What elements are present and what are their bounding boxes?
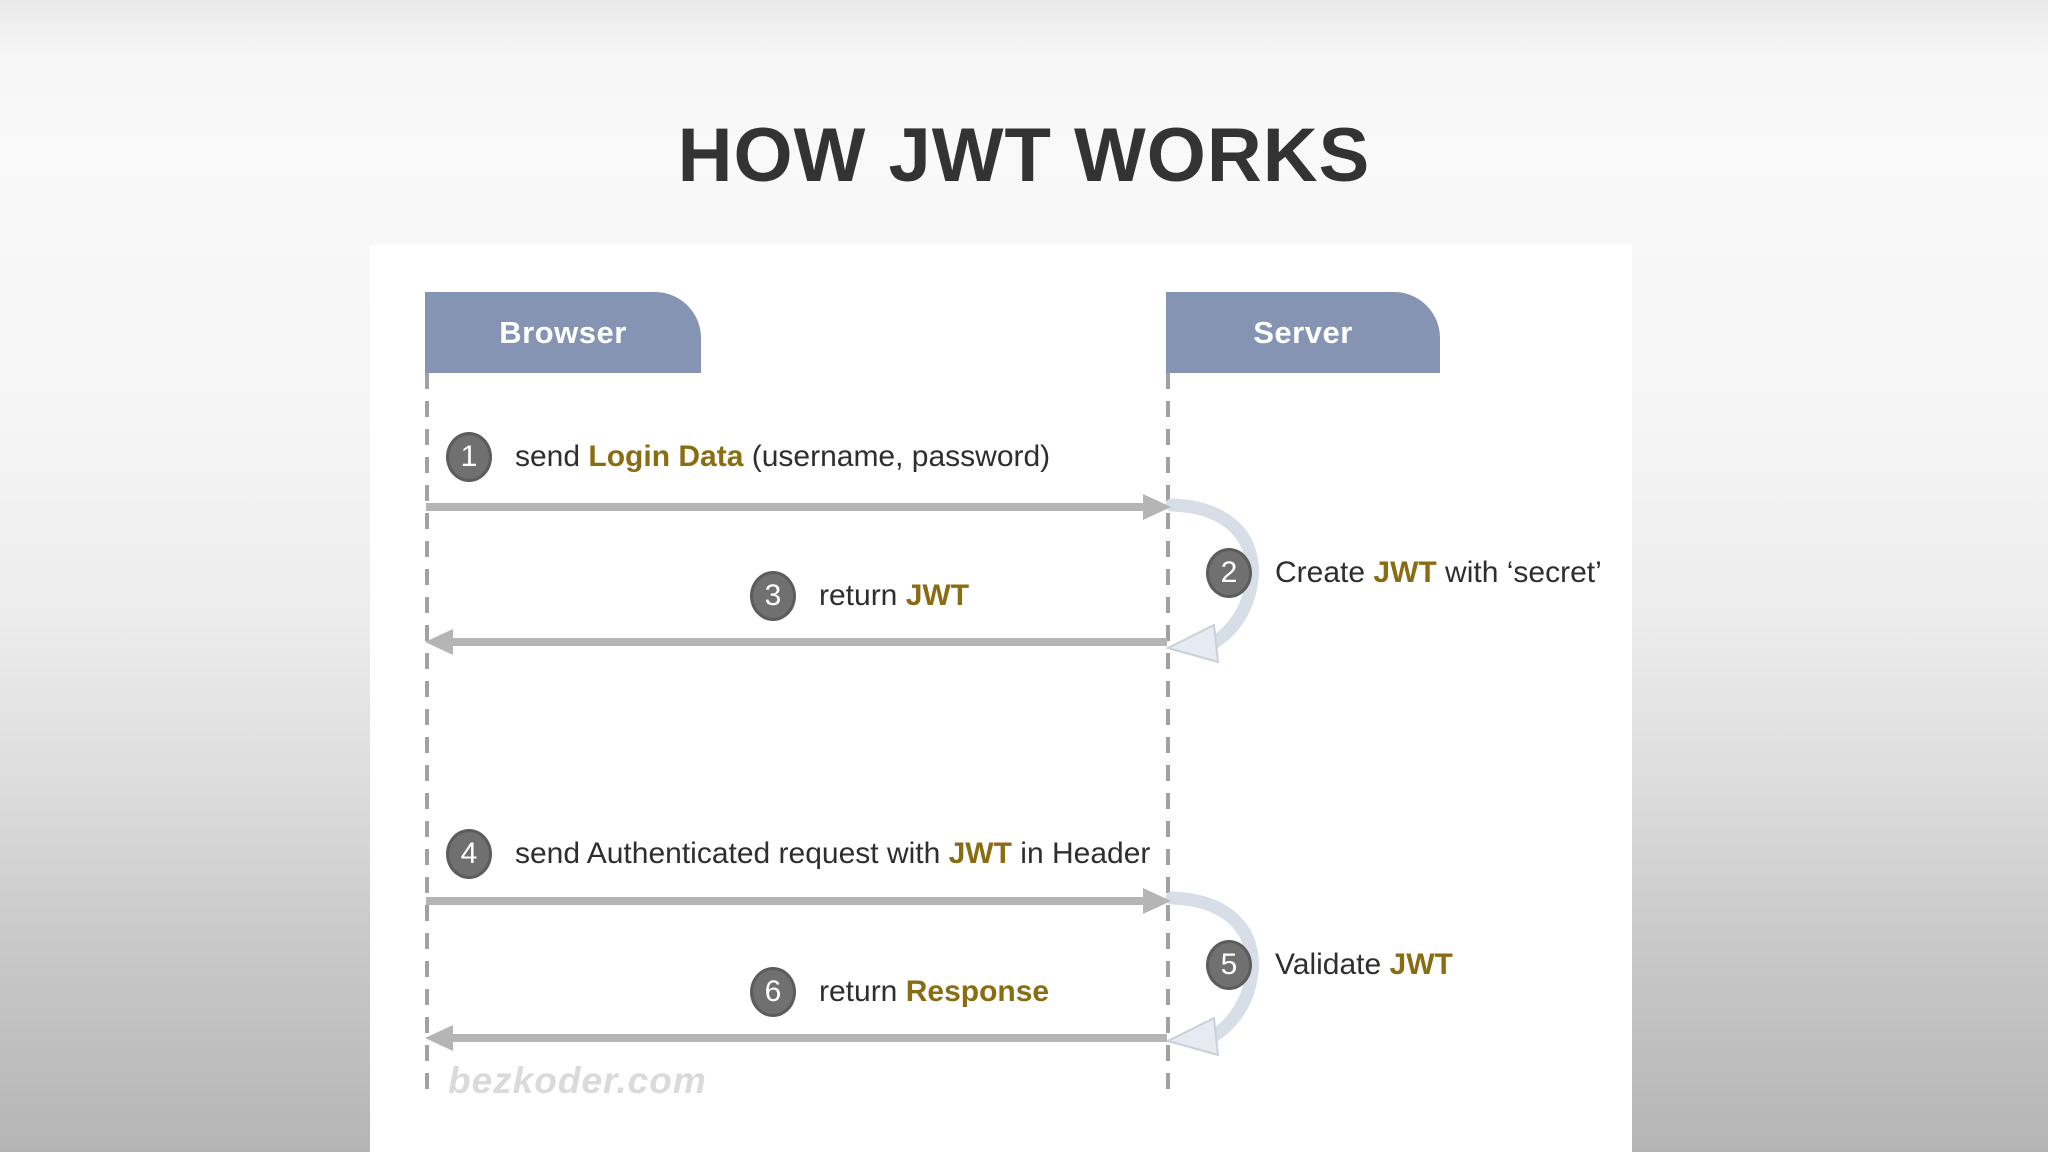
step-number: 2 [1220,556,1238,589]
step-number: 3 [764,579,782,612]
step-3-label: return JWT [819,579,969,613]
step-number: 4 [460,837,478,870]
actor-label-browser: Browser [499,314,627,350]
label-keyword: Response [905,975,1050,1008]
step-1: 1 send Login Data (username, password) [446,432,1050,482]
diagram-panel [370,245,1632,1152]
step-5-label: Validate JWT [1275,948,1453,982]
step-5: 5 Validate JWT [1206,940,1453,990]
arrowhead-right-icon [1143,494,1171,520]
label-keyword: JWT [905,579,970,612]
message-arrow-return-response [425,1025,1167,1051]
lifeline-browser [425,373,429,1090]
server-process-loop-arrow-icon [1165,498,1259,664]
arrowhead-right-icon [1143,888,1171,914]
page-title: HOW JWT WORKS [677,113,1371,198]
message-arrow-send-request [426,888,1171,914]
lifeline-server [1166,373,1170,1090]
step-number: 6 [764,975,782,1008]
label-text: return [819,975,906,1008]
step-number: 1 [460,440,478,473]
actor-box-browser: Browser [425,292,701,373]
step-number: 5 [1220,948,1238,981]
step-2: 2 Create JWT with ‘secret’ [1206,548,1602,598]
message-arrow-return-jwt [425,629,1167,655]
label-keyword: JWT [948,837,1012,870]
actor-label-server: Server [1253,314,1353,350]
step-1-label: send Login Data (username, password) [515,440,1050,474]
arrowhead-left-icon [425,1025,453,1051]
label-text: with ‘secret’ [1436,556,1602,589]
label-text: in Header [1011,837,1151,870]
actor-box-server: Server [1166,292,1440,373]
step-6: 6 return Response [750,967,1049,1017]
step-6-label: return Response [819,975,1049,1009]
step-1-number-badge: 1 [446,432,492,482]
step-3-number-badge: 3 [750,571,796,621]
label-text: return [819,579,906,612]
step-2-label: Create JWT with ‘secret’ [1275,556,1602,590]
step-4-number-badge: 4 [446,829,492,879]
step-5-number-badge: 5 [1206,940,1252,990]
arrowhead-left-icon [425,629,453,655]
label-keyword: JWT [1389,948,1453,981]
message-arrow-send-login [426,494,1171,520]
label-keyword: Login Data [588,440,744,473]
label-text: (username, password) [743,440,1051,473]
label-text: send [515,440,589,473]
label-keyword: JWT [1373,556,1437,589]
watermark: bezkoder.com [448,1060,707,1101]
step-4-label: send Authenticated request with JWT in H… [515,837,1150,871]
step-3: 3 return JWT [750,571,969,621]
step-6-number-badge: 6 [750,967,796,1017]
label-text: send Authenticated request with [515,837,949,870]
server-process-loop-arrow-icon [1165,891,1259,1057]
label-text: Create [1275,556,1374,589]
step-4: 4 send Authenticated request with JWT in… [446,829,1150,879]
label-text: Validate [1275,948,1390,981]
step-2-number-badge: 2 [1206,548,1252,598]
